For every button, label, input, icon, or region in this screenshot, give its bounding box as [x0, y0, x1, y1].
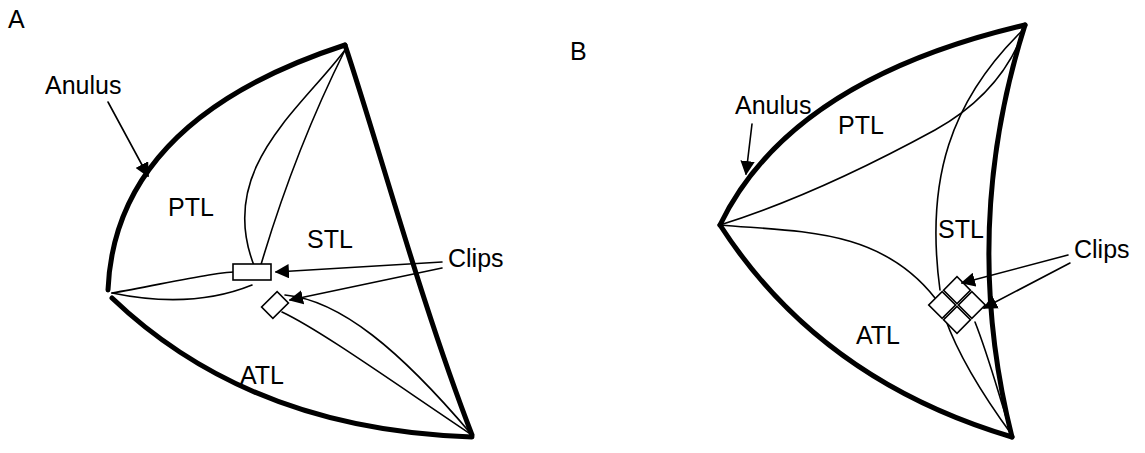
panel-letter: A: [6, 6, 27, 34]
panel-letter: B: [568, 38, 589, 66]
valve-b: [720, 25, 1070, 437]
leaflet-label: PTL: [836, 112, 886, 140]
anulus-line: [108, 45, 345, 290]
leaflet-edge: [112, 272, 245, 293]
anulus-line: [720, 25, 1025, 225]
leaflet-edge: [975, 322, 1012, 435]
leader-line: [276, 262, 442, 272]
clip: [944, 306, 971, 333]
leader-line: [290, 268, 442, 300]
part-label: Anulus: [43, 72, 123, 100]
clips-b: [929, 277, 986, 334]
leaflet-label: STL: [936, 216, 986, 244]
leaflet-label: ATL: [238, 362, 286, 390]
valve-a: [108, 45, 472, 437]
anulus-line: [720, 225, 1012, 437]
leaflet-label: STL: [305, 226, 355, 254]
leaflet-label: PTL: [166, 194, 216, 222]
anulus-line: [112, 298, 472, 437]
clip: [233, 264, 271, 280]
leaflet-edge: [282, 312, 472, 435]
leaflet-label: ATL: [854, 322, 902, 350]
leaflet-edge: [945, 318, 1012, 435]
part-label: Clips: [1072, 236, 1132, 264]
clip: [262, 292, 289, 319]
part-label: Clips: [446, 245, 506, 273]
part-label: Anulus: [733, 92, 813, 120]
anulus-line: [345, 45, 472, 435]
leaflet-edge: [285, 295, 472, 435]
leaflet-edge: [720, 225, 935, 298]
leader-line: [746, 124, 752, 174]
leader-line: [108, 102, 148, 176]
leader-line: [984, 263, 1070, 308]
leader-line: [962, 255, 1068, 283]
leaflet-edge: [720, 28, 1025, 225]
leaflet-edge: [936, 28, 1025, 290]
anulus-line: [989, 25, 1025, 437]
leaflet-edge: [112, 285, 252, 300]
